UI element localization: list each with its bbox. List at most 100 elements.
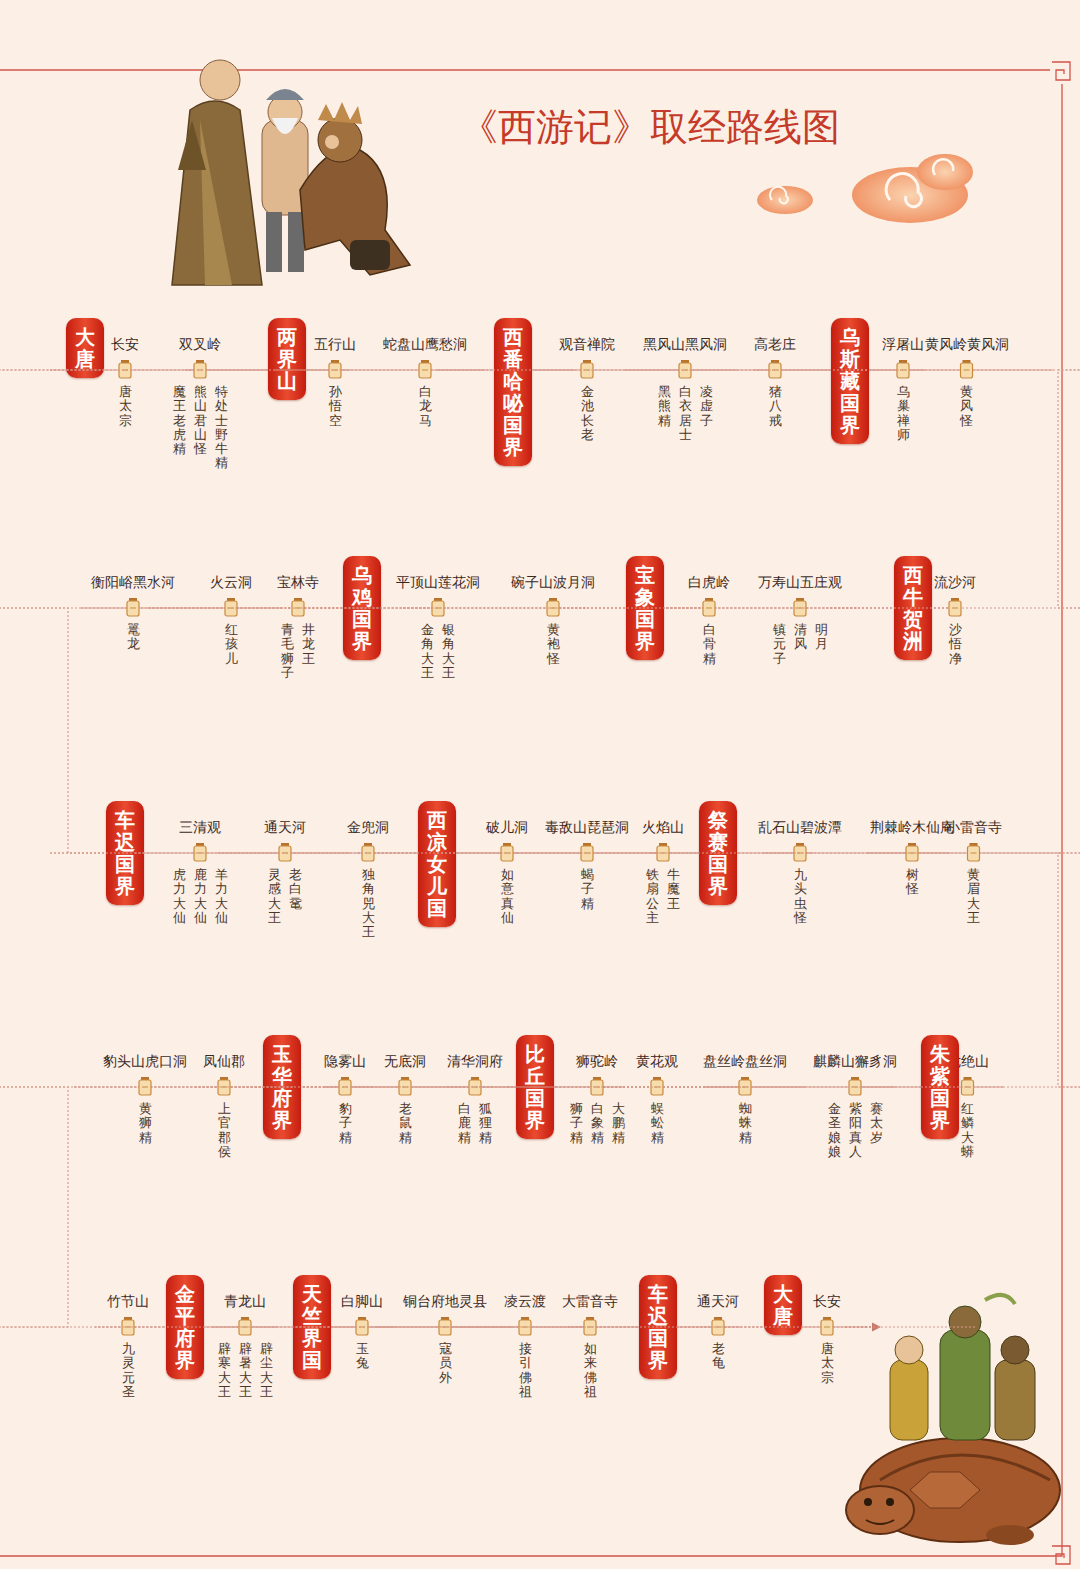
place-name: 碗子山波月洞 xyxy=(511,573,595,591)
turtle-illustration-part xyxy=(1001,1336,1029,1364)
station-node: 长安唐太宗 xyxy=(0,335,275,428)
place-name: 竹节山 xyxy=(107,1292,149,1310)
station-node: 清华洞府白鹿精狐狸精 xyxy=(325,1052,625,1145)
monster-name: 唐太宗 xyxy=(119,385,132,428)
place-name: 流沙河 xyxy=(934,573,976,591)
lantern-shape xyxy=(961,360,973,378)
monster-list: 老龟 xyxy=(712,1342,725,1371)
pilgrims-illustration-part xyxy=(300,148,410,275)
place-name: 铜台府地灵县 xyxy=(403,1292,487,1310)
place-name: 破儿洞 xyxy=(486,818,528,836)
route-segment xyxy=(0,1086,295,1087)
region-label: 大唐 xyxy=(773,1283,793,1327)
lantern-icon xyxy=(677,1316,977,1338)
lantern-shape xyxy=(469,1077,481,1095)
monster-list: 上官郡侯 xyxy=(218,1102,231,1159)
monster-list: 唐太宗 xyxy=(119,385,132,428)
monster-list: 金圣娘娘紫阳真人赛太岁 xyxy=(828,1102,883,1159)
lantern-shape xyxy=(122,1317,134,1335)
station-node: 金兜洞独角兕大王 xyxy=(218,818,518,939)
region-label: 两界山 xyxy=(277,326,297,392)
monster-name: 乌巢禅师 xyxy=(897,385,910,442)
monster-list: 蝎子精 xyxy=(581,868,594,911)
station-node: 豹头山虎口洞黄狮精 xyxy=(0,1052,295,1145)
monster-list: 沙悟净 xyxy=(949,623,962,666)
monster-list: 灵感大王老白鼋 xyxy=(268,868,302,925)
monster-list: 孙悟空 xyxy=(329,385,342,428)
station-node: 铜台府地灵县寇员外 xyxy=(295,1292,595,1385)
place-name: 无底洞 xyxy=(384,1052,426,1070)
lantern-shape xyxy=(679,360,691,378)
place-name: 长安 xyxy=(813,1292,841,1310)
cloud-ornament-part xyxy=(886,174,921,207)
pilgrims-illustration-part xyxy=(318,118,362,162)
place-name: 平顶山莲花洞 xyxy=(396,573,480,591)
monster-name: 蜈蚣精 xyxy=(651,1102,664,1145)
place-name: 五行山 xyxy=(314,335,356,353)
lantern-shape xyxy=(194,843,206,861)
monster-name: 金圣娘娘 xyxy=(828,1102,841,1159)
lantern-shape xyxy=(194,360,206,378)
place-name: 高老庄 xyxy=(754,335,796,353)
turtle-illustration-part xyxy=(846,1486,914,1534)
region-band: 西凉女儿国 xyxy=(418,801,456,927)
lantern-marker xyxy=(0,597,283,619)
page-frame xyxy=(0,62,1070,1564)
monster-name: 虎力大仙 xyxy=(173,868,186,925)
monster-name: 孙悟空 xyxy=(329,385,342,428)
monster-name: 沙悟净 xyxy=(949,623,962,666)
monster-list: 金角大王银角大王 xyxy=(421,623,455,680)
route-segment xyxy=(853,369,1080,370)
place-name: 凤仙郡 xyxy=(203,1052,245,1070)
lantern-shape xyxy=(139,1077,151,1095)
station-node: 毒敌山琵琶洞蝎子精 xyxy=(437,818,737,911)
monster-name: 九头虫怪 xyxy=(794,868,807,925)
monster-name: 金角大王 xyxy=(421,623,434,680)
monster-list: 魔王老虎精熊山君山怪特处士野牛精 xyxy=(173,385,228,471)
lantern-body xyxy=(821,1320,833,1335)
lantern-shape xyxy=(362,843,374,861)
monster-name: 狐狸精 xyxy=(479,1102,492,1145)
monster-name: 老龟 xyxy=(712,1342,725,1371)
lantern-shape xyxy=(439,1317,451,1335)
lantern-shape xyxy=(849,1077,861,1095)
place-name: 三清观 xyxy=(179,818,221,836)
monster-name: 井龙王 xyxy=(302,623,315,666)
place-name: 观音禅院 xyxy=(559,335,615,353)
station-node: 凌云渡接引佛祖 xyxy=(375,1292,675,1399)
monster-name: 红鳞大蟒 xyxy=(961,1102,974,1159)
monster-name: 白骨精 xyxy=(703,623,716,666)
lantern-rib xyxy=(706,608,712,609)
lantern-rib xyxy=(142,1087,148,1088)
lantern-shape xyxy=(949,598,961,616)
lantern-body xyxy=(139,1080,151,1095)
place-name: 小雷音寺 xyxy=(946,818,1002,836)
monster-name: 红孩儿 xyxy=(225,623,238,666)
monster-list: 接引佛祖 xyxy=(519,1342,532,1399)
route-segment xyxy=(753,369,1053,370)
pilgrims-illustration-part xyxy=(266,89,304,100)
route-segment xyxy=(0,607,283,608)
monster-list: 九头虫怪 xyxy=(794,868,807,925)
lantern-shape xyxy=(584,1317,596,1335)
station-node: 宝林寺青毛狮子井龙王 xyxy=(148,573,448,680)
monster-list: 狮子精白象精大鹏精 xyxy=(570,1102,625,1145)
turtle-illustration xyxy=(846,1295,1060,1545)
lantern-shape xyxy=(968,843,980,861)
monster-name: 镇元子 xyxy=(773,623,786,666)
station-node: 小雷音寺黄眉大王 xyxy=(867,818,1080,925)
monster-list: 黑熊精白衣居士凌虚子 xyxy=(658,385,713,442)
lantern-shape xyxy=(501,843,513,861)
monster-list: 黄狮精 xyxy=(139,1102,152,1145)
station-node: 通天河灵感大王老白鼋 xyxy=(135,818,435,925)
monster-name: 羊力大仙 xyxy=(215,868,228,925)
monster-list: 树怪 xyxy=(906,868,919,897)
route-line xyxy=(0,1087,68,1327)
lantern-shape xyxy=(962,1077,974,1095)
pilgrims-illustration-part xyxy=(266,212,282,272)
place-name: 通天河 xyxy=(264,818,306,836)
place-name: 黑风山黑风洞 xyxy=(643,335,727,353)
lantern-shape xyxy=(432,598,444,616)
